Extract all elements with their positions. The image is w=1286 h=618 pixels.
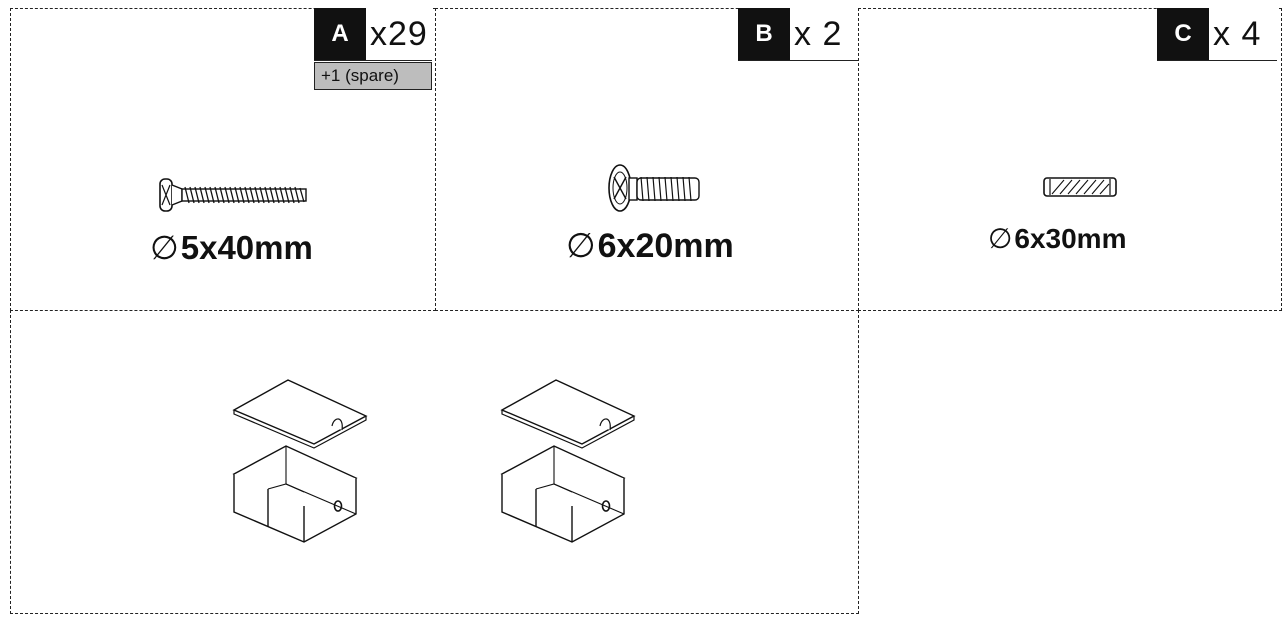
diameter-icon: ∅	[566, 227, 596, 265]
part-b-size-text: 6x20mm	[597, 226, 734, 265]
diameter-icon: ∅	[150, 229, 179, 266]
part-b-badge: B x 2	[738, 8, 858, 61]
part-b-quantity: x 2	[790, 8, 858, 60]
part-c-cell	[858, 8, 1282, 311]
part-b-size: ∅ 6x20mm	[566, 226, 734, 266]
part-a-badge: A x29	[314, 8, 432, 61]
box-illustration-cell	[10, 310, 859, 614]
part-a-cell	[10, 8, 436, 311]
part-a-quantity: x29	[366, 8, 432, 60]
box-with-lid-icon	[500, 379, 636, 543]
pan-head-screw-icon	[608, 164, 700, 212]
diameter-icon: ∅	[988, 223, 1013, 254]
part-b-cell	[435, 8, 859, 311]
wooden-dowel-icon	[1043, 177, 1117, 197]
box-with-lid-icon	[232, 379, 368, 543]
part-a-size-text: 5x40mm	[180, 228, 313, 266]
part-c-size: ∅ 6x30mm	[988, 222, 1126, 255]
flat-head-screw-icon	[159, 178, 307, 212]
part-a-letter: A	[314, 8, 366, 60]
part-c-quantity: x 4	[1209, 8, 1277, 60]
part-c-size-text: 6x30mm	[1014, 222, 1127, 254]
part-c-letter: C	[1157, 8, 1209, 60]
part-a-spare-note: +1 (spare)	[314, 62, 432, 90]
part-a-size: ∅ 5x40mm	[150, 228, 313, 267]
part-c-badge: C x 4	[1157, 8, 1277, 61]
part-b-letter: B	[738, 8, 790, 60]
